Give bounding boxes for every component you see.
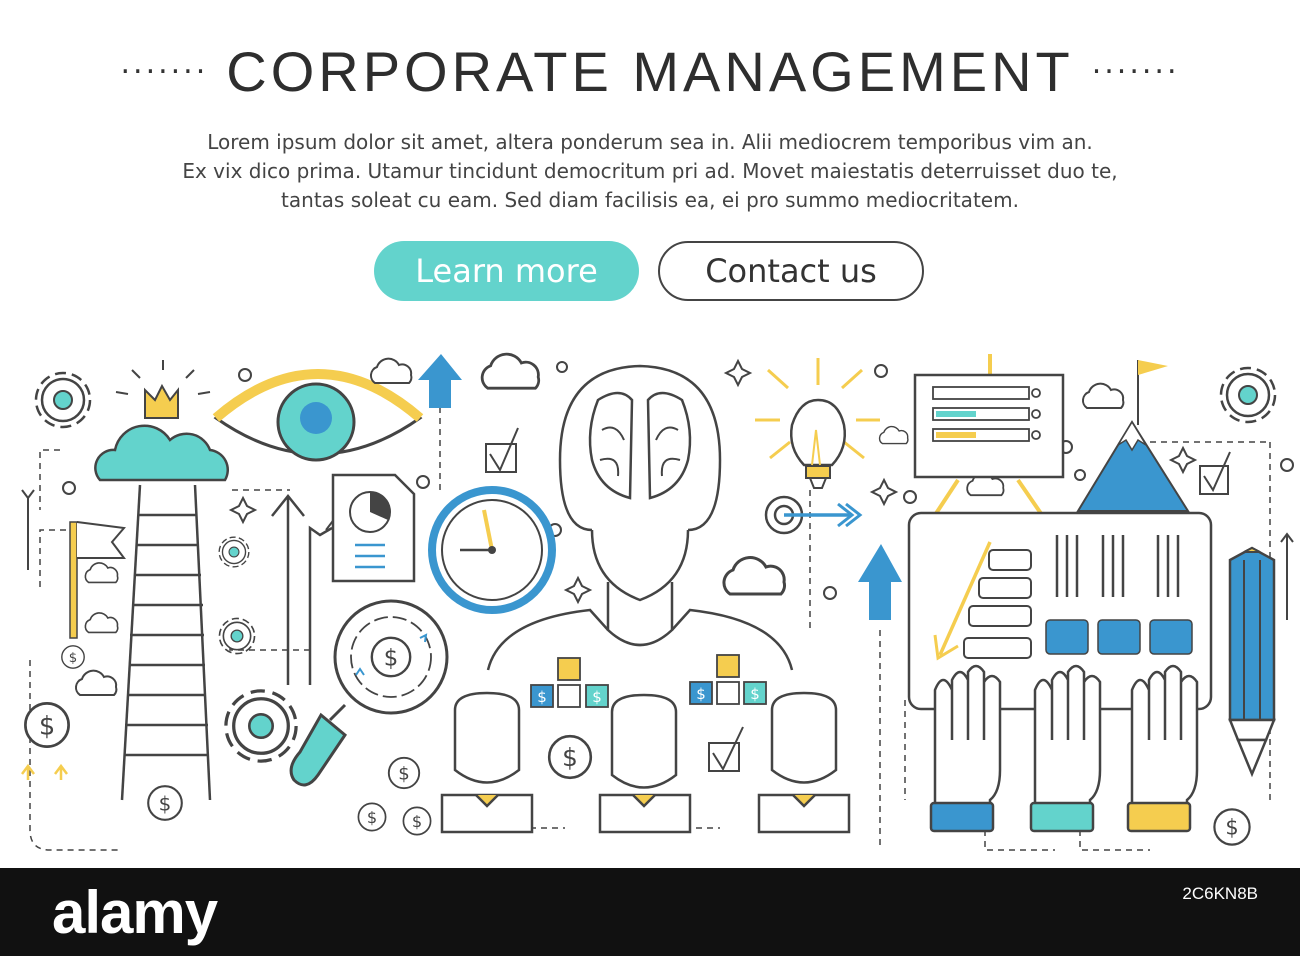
hand-icon: [929, 664, 1199, 833]
page-title: CORPORATE MANAGEMENT: [226, 39, 1074, 103]
contact-us-button[interactable]: Contact us: [658, 241, 924, 301]
hero-header: ....... CORPORATE MANAGEMENT ....... Lor…: [0, 0, 1300, 330]
pencil-icon: [1228, 546, 1276, 778]
magnifier-icon: [289, 599, 449, 787]
cash-blocks-icon: $ $ $ $: [530, 654, 767, 708]
dashboard-board-icon: [907, 511, 1213, 711]
head-brain-icon: [486, 364, 794, 671]
mountain-flag-icon: [1076, 360, 1190, 512]
presentation-board-icon: [913, 354, 1065, 517]
description-line: Lorem ipsum dolor sit amet, altera ponde…: [207, 130, 1093, 154]
gear-icon: [1219, 366, 1277, 424]
clock-icon: [428, 486, 556, 614]
title-dots-left: .......: [120, 46, 209, 81]
document-chart-icon: [331, 473, 416, 583]
title-row: ....... CORPORATE MANAGEMENT .......: [0, 36, 1300, 106]
description: Lorem ipsum dolor sit amet, altera ponde…: [150, 128, 1150, 215]
target-icon: [764, 495, 863, 535]
cloud-icon: [369, 357, 413, 384]
title-dots-right: .......: [1091, 46, 1180, 81]
ladder-icon: [94, 424, 229, 801]
dollar-coin-icon: [24, 702, 70, 748]
lightbulb-icon: [755, 358, 880, 489]
person-icon: [440, 691, 851, 834]
sparkle-icon: [230, 497, 256, 523]
svg-text:$: $: [696, 685, 706, 703]
description-line: tantas soleat cu eam. Sed diam facilisis…: [281, 188, 1019, 212]
learn-more-button[interactable]: Learn more: [374, 241, 639, 301]
description-line: Ex vix dico prima. Utamur tincidunt demo…: [182, 159, 1118, 183]
alamy-logo: alamy: [52, 879, 218, 946]
footer-bar: alamy 2C6KN8B: [0, 868, 1300, 956]
corporate-illustration: $: [21, 352, 1294, 851]
gear-icon: [34, 371, 92, 429]
flag-icon: [69, 521, 126, 639]
svg-text:$: $: [750, 685, 760, 703]
arrow-up-icon: [418, 354, 902, 620]
image-code: 2C6KN8B: [1182, 884, 1258, 903]
crown-icon: [115, 360, 211, 419]
svg-text:$: $: [592, 688, 602, 706]
svg-text:$: $: [537, 688, 547, 706]
eye-icon: [212, 369, 424, 462]
checkbox-icon: [485, 427, 1231, 772]
